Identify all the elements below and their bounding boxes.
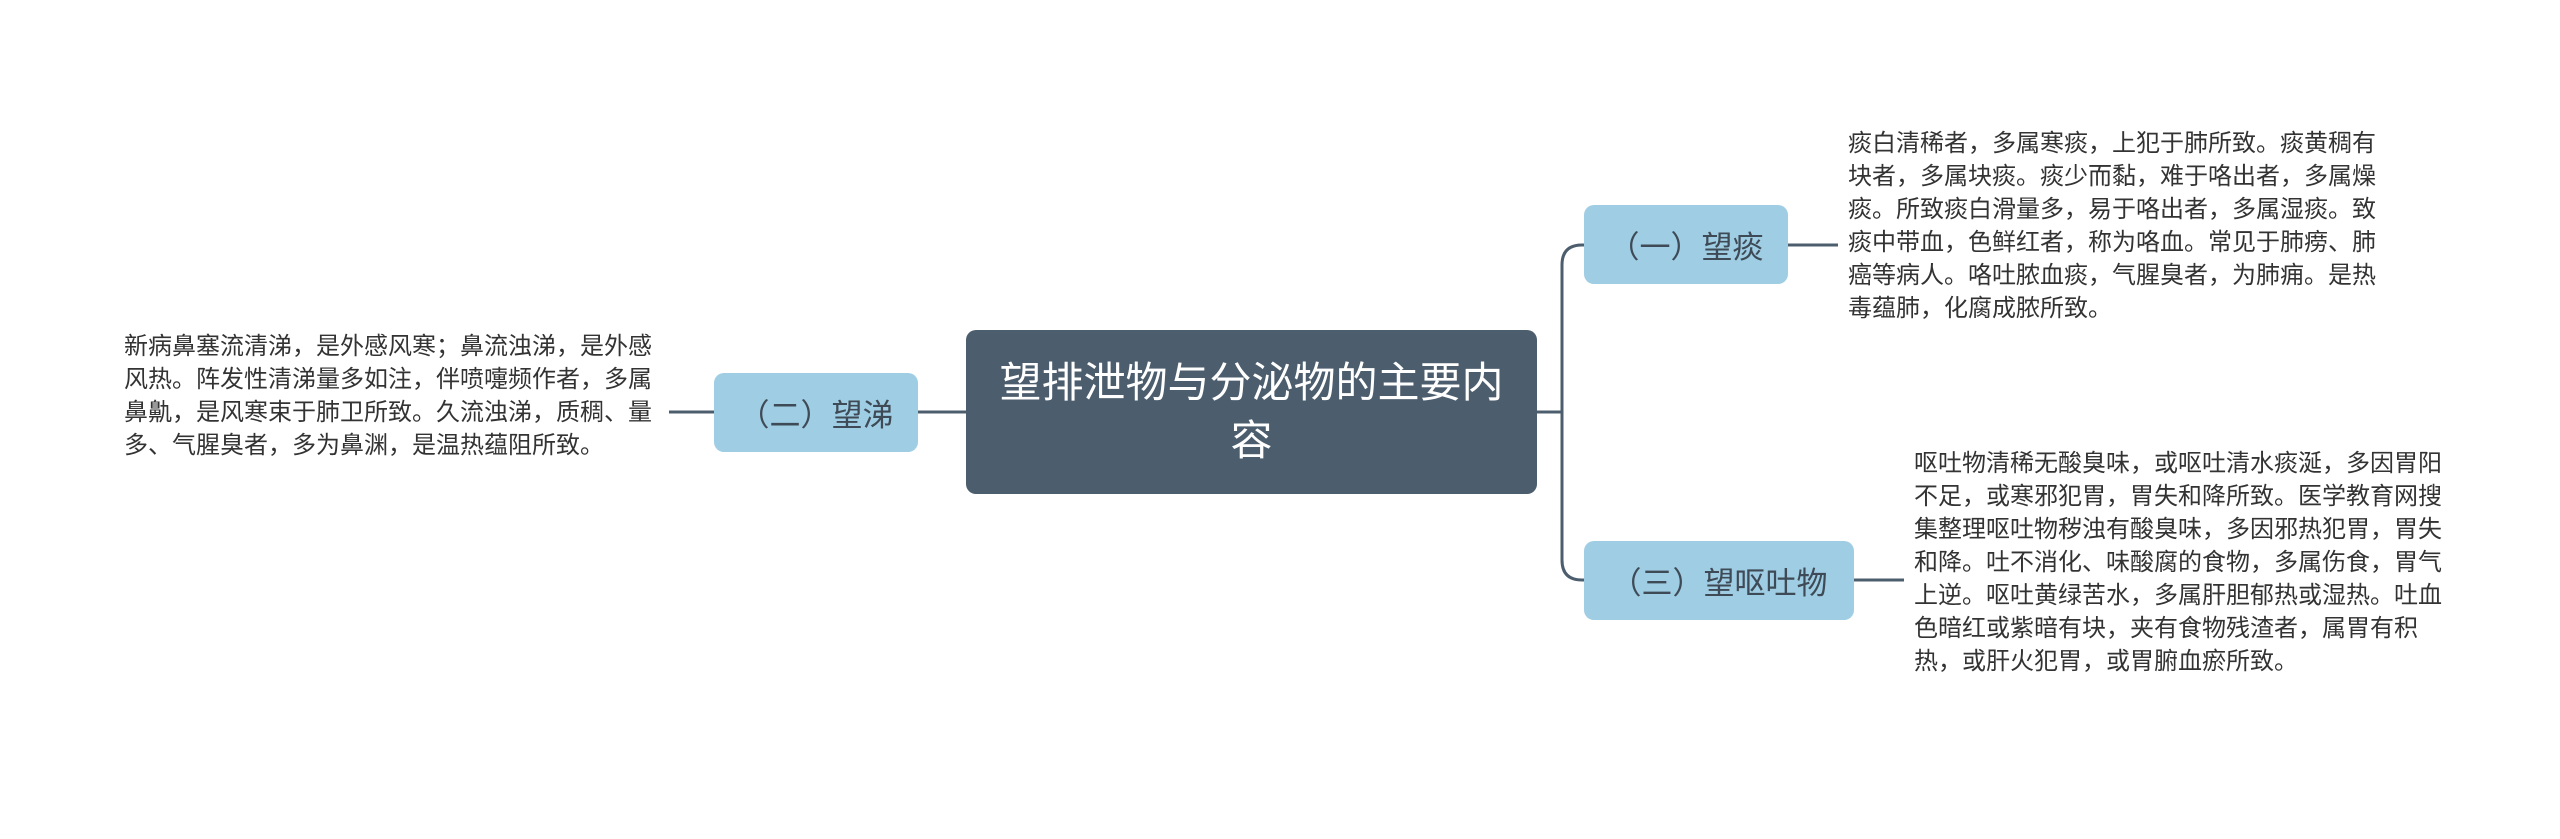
branch-nasal-discharge-label: （二）望涕 <box>738 398 894 434</box>
leaf-nasal-discharge-description: 新病鼻塞流清涕，是外感风寒；鼻流浊涕，是外感风热。阵发性清涕量多如注，伴喷嚏频作… <box>124 332 652 459</box>
leaf-vomitus-description: 呕吐物清稀无酸臭味，或呕吐清水痰涎，多因胃阳不足，或寒邪犯胃，胃失和降所致。医学… <box>1914 449 2442 675</box>
connector-root-branch1 <box>1537 243 1584 414</box>
branch-vomitus-label: （三）望呕吐物 <box>1610 566 1828 602</box>
leaf-phlegm-description: 痰白清稀者，多属寒痰，上犯于肺所致。痰黄稠有块者，多属块痰。痰少而黏，难于咯出者… <box>1848 129 2376 322</box>
branch-phlegm[interactable]: （一）望痰 <box>1584 205 1788 284</box>
branch-vomitus[interactable]: （三）望呕吐物 <box>1584 541 1854 620</box>
root-topic-label: 望排泄物与分泌物的主要内容 <box>999 358 1504 465</box>
branch-nasal-discharge[interactable]: （二）望涕 <box>714 373 918 452</box>
branch-phlegm-label: （一）望痰 <box>1608 230 1764 266</box>
connector-root-branch3 <box>1537 410 1584 582</box>
root-topic[interactable]: 望排泄物与分泌物的主要内容 <box>966 330 1537 494</box>
